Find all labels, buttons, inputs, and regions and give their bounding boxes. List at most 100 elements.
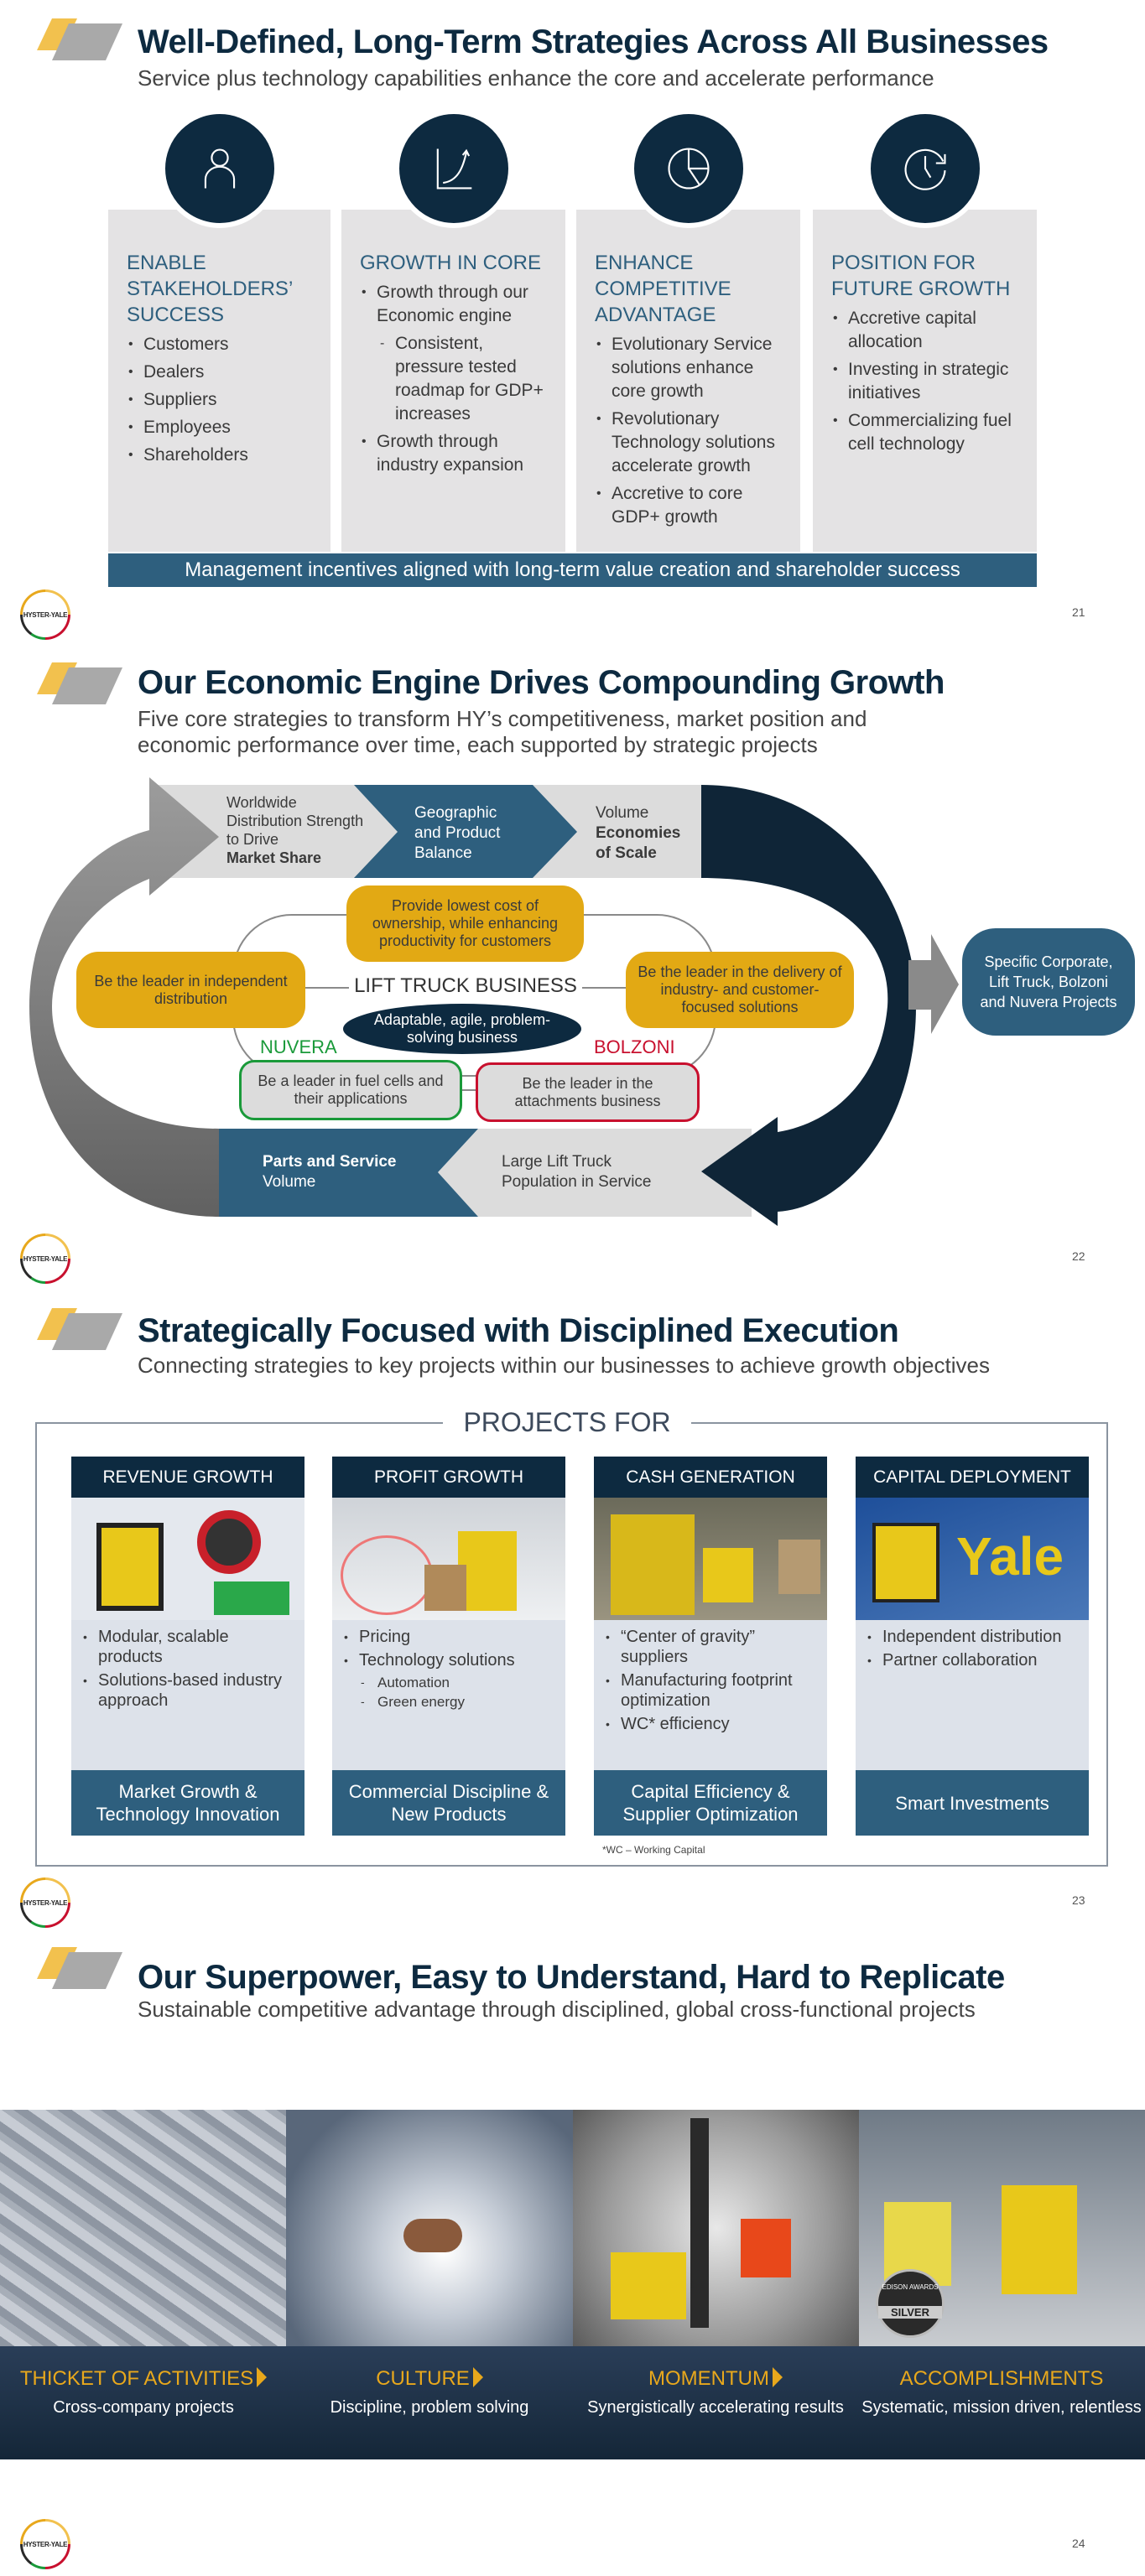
- column-image: [71, 1498, 304, 1620]
- bullet-item: WC* efficiency: [604, 1714, 817, 1734]
- text-line: of Scale: [596, 844, 657, 862]
- bullet-item: Accretive capital allocation: [831, 307, 1018, 354]
- card-heading: ENHANCE COMPETITIVE ADVANTAGE: [595, 252, 731, 326]
- play-arrow-icon: [257, 2367, 268, 2387]
- bullet-item: Growth through our Economic engine: [360, 281, 547, 328]
- bullet-item: Revolutionary Technology solutions accel…: [595, 408, 782, 478]
- superpower-band: [0, 2346, 1145, 2459]
- text-line: Worldwide: [226, 794, 297, 811]
- bullet-item: Evolutionary Service solutions enhance c…: [595, 333, 782, 403]
- column-footer: Capital Efficiency & Supplier Optimizati…: [594, 1770, 827, 1836]
- adaptable-text: Adaptable, agile, problem-solving busine…: [373, 1011, 551, 1046]
- yellow-truck-shape: [611, 2252, 686, 2319]
- column-bullets: Independent distributionPartner collabor…: [856, 1620, 1089, 1770]
- column-footer: Market Growth & Technology Innovation: [71, 1770, 304, 1836]
- card-heading: POSITION FOR FUTURE GROWTH: [831, 252, 1011, 300]
- hyster-yale-logo: HYSTER-YALE: [20, 1233, 70, 1284]
- panel-heading: CULTURE: [286, 2366, 573, 2392]
- page-number: 24: [1072, 2537, 1085, 2550]
- column-bullets: PricingTechnology solutionsAutomationGre…: [332, 1620, 565, 1770]
- brand-mark-icon: [37, 18, 122, 60]
- card-heading: ENABLE STAKEHOLDERS’ SUCCESS: [127, 252, 293, 326]
- hyster-yale-logo: HYSTER-YALE: [20, 2519, 70, 2569]
- project-column: CASH GENERATION“Center of gravity” suppl…: [594, 1457, 827, 1836]
- panel-text: Discipline, problem solving: [330, 2398, 529, 2417]
- bullet-item: Manufacturing footprint optimization: [604, 1670, 817, 1711]
- page-number: 21: [1072, 605, 1085, 619]
- superpower-label: ACCOMPLISHMENTS Systematic, mission drive…: [858, 2366, 1145, 2418]
- logo-text: HYSTER-YALE: [23, 592, 68, 637]
- bullet-item: Green energy: [342, 1693, 555, 1711]
- bolzoni-box: Be the leader in the attachments busines…: [476, 1062, 700, 1122]
- bullet-item: Partner collaboration: [866, 1650, 1079, 1670]
- panel-heading-text: ACCOMPLISHMENTS: [899, 2367, 1104, 2390]
- adaptable-ellipse: [343, 1004, 581, 1054]
- logo-text: HYSTER-YALE: [23, 1236, 68, 1281]
- strategy-card: GROWTH IN CORE Growth through our Economi…: [341, 210, 565, 552]
- bullet-item: Accretive to core GDP+ growth: [595, 482, 782, 529]
- logo-text: HYSTER-YALE: [23, 2521, 68, 2567]
- card-bullets: Accretive capital allocationInvesting in…: [831, 307, 1018, 456]
- text-line: Economies: [596, 824, 681, 842]
- column-footer: Smart Investments: [856, 1770, 1089, 1836]
- yale-sign-text: Yale: [956, 1526, 1064, 1587]
- automated-trucks-image: EDISON AWARDS SILVER: [859, 2110, 1145, 2346]
- mast-shape: [690, 2118, 709, 2328]
- bullet-item: Suppliers: [127, 388, 312, 412]
- column-bullets: Modular, scalable productsSolutions-base…: [71, 1620, 304, 1770]
- card-icon-circle: [393, 109, 513, 228]
- play-arrow-icon: [472, 2367, 483, 2387]
- project-column: REVENUE GROWTHModular, scalable products…: [71, 1457, 304, 1836]
- truck-shape: [1002, 2185, 1077, 2294]
- column-header: PROFIT GROWTH: [332, 1457, 565, 1498]
- nuvera-box: Be a leader in fuel cells and their appl…: [239, 1060, 462, 1120]
- economic-engine-diagram: [29, 777, 959, 1226]
- person-icon: [204, 148, 235, 189]
- panel-heading: ACCOMPLISHMENTS: [858, 2366, 1145, 2392]
- column-image: [332, 1498, 565, 1620]
- projects-for-label: PROJECTS FOR: [443, 1405, 691, 1439]
- bullet-item: Employees: [127, 416, 312, 439]
- logo-text: HYSTER-YALE: [23, 1880, 68, 1925]
- independent-distribution-box: Be the leader in independent distributio…: [76, 952, 305, 1028]
- brand-mark-icon: [37, 662, 122, 704]
- play-arrow-icon: [772, 2367, 783, 2387]
- column-image: Yale: [856, 1498, 1089, 1620]
- bottom-band-blue: [219, 1129, 478, 1217]
- bullet-item: Automation: [342, 1674, 555, 1691]
- panel-heading: MOMENTUM: [572, 2366, 859, 2392]
- card-icon-circle: [628, 109, 748, 228]
- panel-text: Systematic, mission driven, relentless: [861, 2398, 1142, 2417]
- specific-projects-box: Specific Corporate, Lift Truck, Bolzoni …: [962, 928, 1135, 1036]
- lift-truck-business-label: LIFT TRUCK BUSINESS: [349, 974, 582, 997]
- bullet-item: Growth through industry expansion: [360, 430, 547, 477]
- card-heading: GROWTH IN CORE: [360, 252, 541, 274]
- slide-subtitle: Sustainable competitive advantage throug…: [138, 1997, 976, 2022]
- card-bullets: CustomersDealersSuppliersEmployeesShareh…: [127, 333, 312, 467]
- forklifts-image: [573, 2110, 860, 2346]
- panel-heading-text: MOMENTUM: [648, 2367, 769, 2390]
- projects-arrow: [908, 934, 959, 1034]
- project-column: CAPITAL DEPLOYMENT YaleIndependent distri…: [856, 1457, 1089, 1836]
- bullet-item: Independent distribution: [866, 1627, 1079, 1647]
- hands-shape: [403, 2219, 462, 2252]
- geographic-chevron: [354, 785, 577, 878]
- solutions-leader-box: Be the leader in the delivery of industr…: [626, 952, 854, 1028]
- card-icon-circle: [865, 109, 985, 228]
- text-line: Volume: [263, 1173, 316, 1191]
- text-line: Distribution Strength: [226, 813, 364, 829]
- strategy-card: ENABLE STAKEHOLDERS’ SUCCESSCustomersDea…: [108, 210, 330, 552]
- slide-title: Well-Defined, Long-Term Strategies Acros…: [138, 23, 1049, 60]
- panel-heading-text: CULTURE: [376, 2367, 470, 2390]
- bottom-band-gray: [438, 1129, 752, 1217]
- bolzoni-label: BOLZONI: [594, 1036, 675, 1057]
- card-icon-circle: [159, 109, 279, 228]
- slide-subtitle: Service plus technology capabilities enh…: [138, 65, 934, 91]
- page-number: 23: [1072, 1893, 1085, 1907]
- card-bullets: Evolutionary Service solutions enhance c…: [595, 333, 782, 529]
- text-line: Geographic: [414, 804, 497, 822]
- column-header: CAPITAL DEPLOYMENT: [856, 1457, 1089, 1498]
- teamwork-hands-image: [286, 2110, 573, 2346]
